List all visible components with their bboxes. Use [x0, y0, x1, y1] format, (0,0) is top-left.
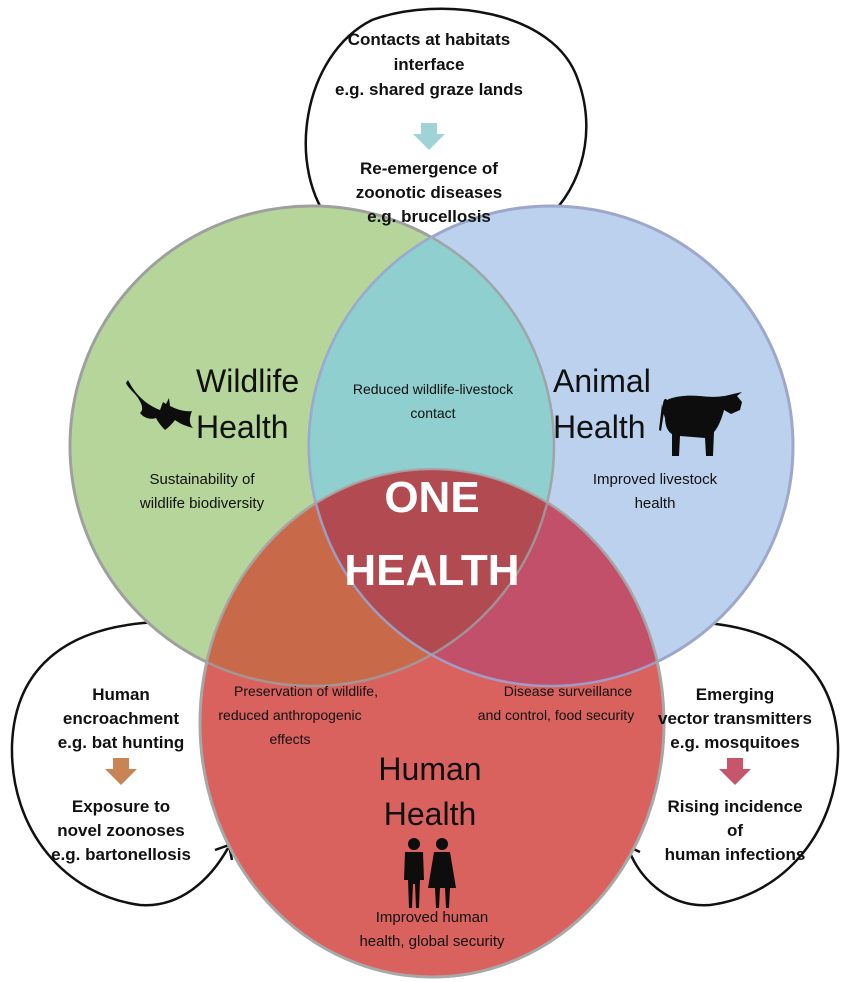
wildlife-animal-overlap-line-1: Reduced wildlife-livestock	[353, 381, 514, 397]
top-loop-line-4: Re-emergence of	[360, 159, 498, 178]
wildlife-desc-line-1: Sustainability of	[149, 471, 255, 488]
loop-down-arrows	[105, 123, 751, 785]
top-loop-line-1: Contacts at habitats	[348, 30, 510, 49]
top-loop-line-5: zoonotic diseases	[356, 183, 502, 202]
wildlife-title-line-1: Wildlife	[196, 363, 299, 399]
wildlife-human-overlap-line-1: Preservation of wildlife,	[234, 683, 378, 699]
right-loop-text: Emerging vector transmitters e.g. mosqui…	[658, 685, 812, 864]
human-desc-line-2: health, global security	[359, 933, 505, 950]
left-loop-down-arrow	[105, 758, 137, 785]
left-loop-outline	[10, 620, 230, 907]
left-loop-line-2: encroachment	[63, 709, 180, 728]
top-loop-down-arrow	[413, 123, 445, 150]
human-title-line-1: Human	[378, 751, 481, 787]
top-loop-outline	[304, 7, 588, 226]
right-loop-line-1: Emerging	[696, 685, 774, 704]
overlap-labels: Reduced wildlife-livestock contact Prese…	[218, 381, 634, 747]
wildlife-title-line-2: Health	[196, 409, 289, 445]
human-health-label: Human Health Improved human health, glob…	[359, 751, 505, 950]
left-loop-line-4: Exposure to	[72, 797, 170, 816]
animal-desc-line-2: health	[635, 495, 676, 512]
left-loop-line-5: novel zoonoses	[57, 821, 185, 840]
right-loop-outline	[626, 620, 840, 907]
right-loop-down-arrow	[719, 758, 751, 785]
left-loop-line-3: e.g. bat hunting	[58, 733, 185, 752]
right-loop-line-2: vector transmitters	[658, 709, 812, 728]
people-icon	[404, 838, 456, 908]
animal-title-line-2: Health	[553, 409, 646, 445]
right-loop-line-3: e.g. mosquitoes	[670, 733, 799, 752]
wildlife-human-overlap-line-2: reduced anthropogenic	[218, 707, 361, 723]
one-health-title: ONE HEALTH	[344, 473, 519, 595]
wildlife-animal-overlap-line-2: contact	[410, 405, 455, 421]
human-desc-line-1: Improved human	[376, 909, 489, 926]
left-loop-line-1: Human	[92, 685, 150, 704]
one-health-line-1: ONE	[384, 473, 479, 522]
right-loop-line-6: human infections	[665, 845, 806, 864]
right-loop-line-5: of	[727, 821, 743, 840]
wildlife-human-overlap-line-3: effects	[270, 731, 311, 747]
cow-icon	[659, 392, 742, 456]
top-loop-text: Contacts at habitats interface e.g. shar…	[335, 30, 523, 226]
left-loop-line-6: e.g. bartonellosis	[51, 845, 191, 864]
venn-circles	[68, 204, 795, 979]
animal-human-overlap-line-2: and control, food security	[478, 707, 634, 723]
animal-human-overlap-line-1: Disease surveillance	[504, 683, 633, 699]
animal-health-label: Animal Health Improved livestock health	[553, 363, 718, 512]
right-loop-line-4: Rising incidence	[667, 797, 802, 816]
human-title-line-2: Health	[384, 796, 477, 832]
left-loop-text: Human encroachment e.g. bat hunting Expo…	[51, 685, 191, 864]
wildlife-health-label: Wildlife Health Sustainability of wildli…	[139, 363, 299, 512]
bat-icon	[126, 380, 193, 430]
wildlife-desc-line-2: wildlife biodiversity	[139, 495, 265, 512]
top-loop-line-6: e.g. brucellosis	[367, 207, 491, 226]
top-loop-line-2: interface	[394, 55, 465, 74]
top-loop-line-3: e.g. shared graze lands	[335, 80, 523, 99]
animal-desc-line-1: Improved livestock	[593, 471, 718, 488]
one-health-line-2: HEALTH	[344, 546, 519, 595]
animal-title-line-1: Animal	[553, 363, 651, 399]
